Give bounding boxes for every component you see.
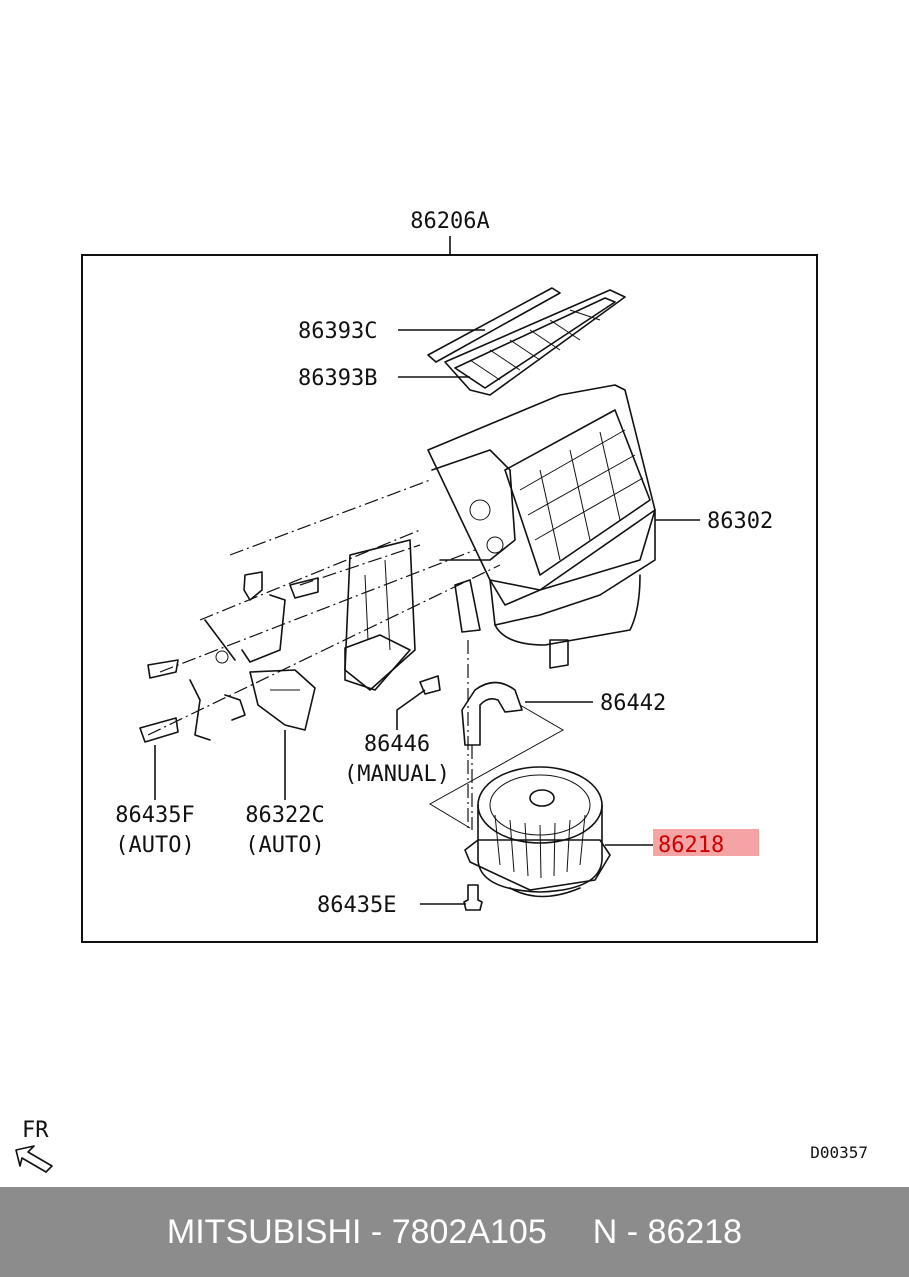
footer-bar: MITSUBISHI - 7802A105 N - 86218 <box>0 1187 909 1277</box>
label-86218: 86218 <box>658 833 724 858</box>
assembly-frame <box>81 254 818 943</box>
label-86442: 86442 <box>600 691 666 716</box>
label-86322C: 86322C <box>245 803 324 828</box>
leader-86446 <box>396 689 426 730</box>
highlight-86218 <box>653 829 759 856</box>
diagram-code: D00357 <box>810 1143 868 1162</box>
label-86435F: 86435F <box>115 803 194 828</box>
label-86393C: 86393C <box>298 319 377 344</box>
linkage-drawing <box>139 479 501 830</box>
label-86435E: 86435E <box>317 893 396 918</box>
label-86302: 86302 <box>707 509 773 534</box>
label-86446: 86446 <box>364 732 430 757</box>
label-86435F-note: (AUTO) <box>115 833 194 858</box>
leader-86442-group <box>429 704 565 829</box>
footer-part-number: 7802A105 <box>391 1212 547 1251</box>
front-arrow-icon <box>15 1145 53 1173</box>
footer-separator: - <box>361 1212 392 1251</box>
footer-ref-number: 86218 <box>647 1212 743 1251</box>
blower-motor-drawing <box>464 766 611 898</box>
screw-86435E-drawing <box>463 884 483 911</box>
air-filter-drawing <box>427 287 626 396</box>
parts-diagram: 86206A 86393C 86393B 86302 <box>15 209 868 1173</box>
label-86446-note: (MANUAL) <box>344 762 450 787</box>
footer-brand: MITSUBISHI <box>166 1212 362 1251</box>
blower-case-drawing <box>427 384 656 669</box>
orientation-label: FR <box>22 1118 49 1143</box>
label-86206A: 86206A <box>410 209 489 234</box>
footer-ref-prefix: N - <box>592 1212 648 1251</box>
duct-drawing <box>461 681 523 830</box>
label-86322C-note: (AUTO) <box>245 833 324 858</box>
label-86393B: 86393B <box>298 366 377 391</box>
